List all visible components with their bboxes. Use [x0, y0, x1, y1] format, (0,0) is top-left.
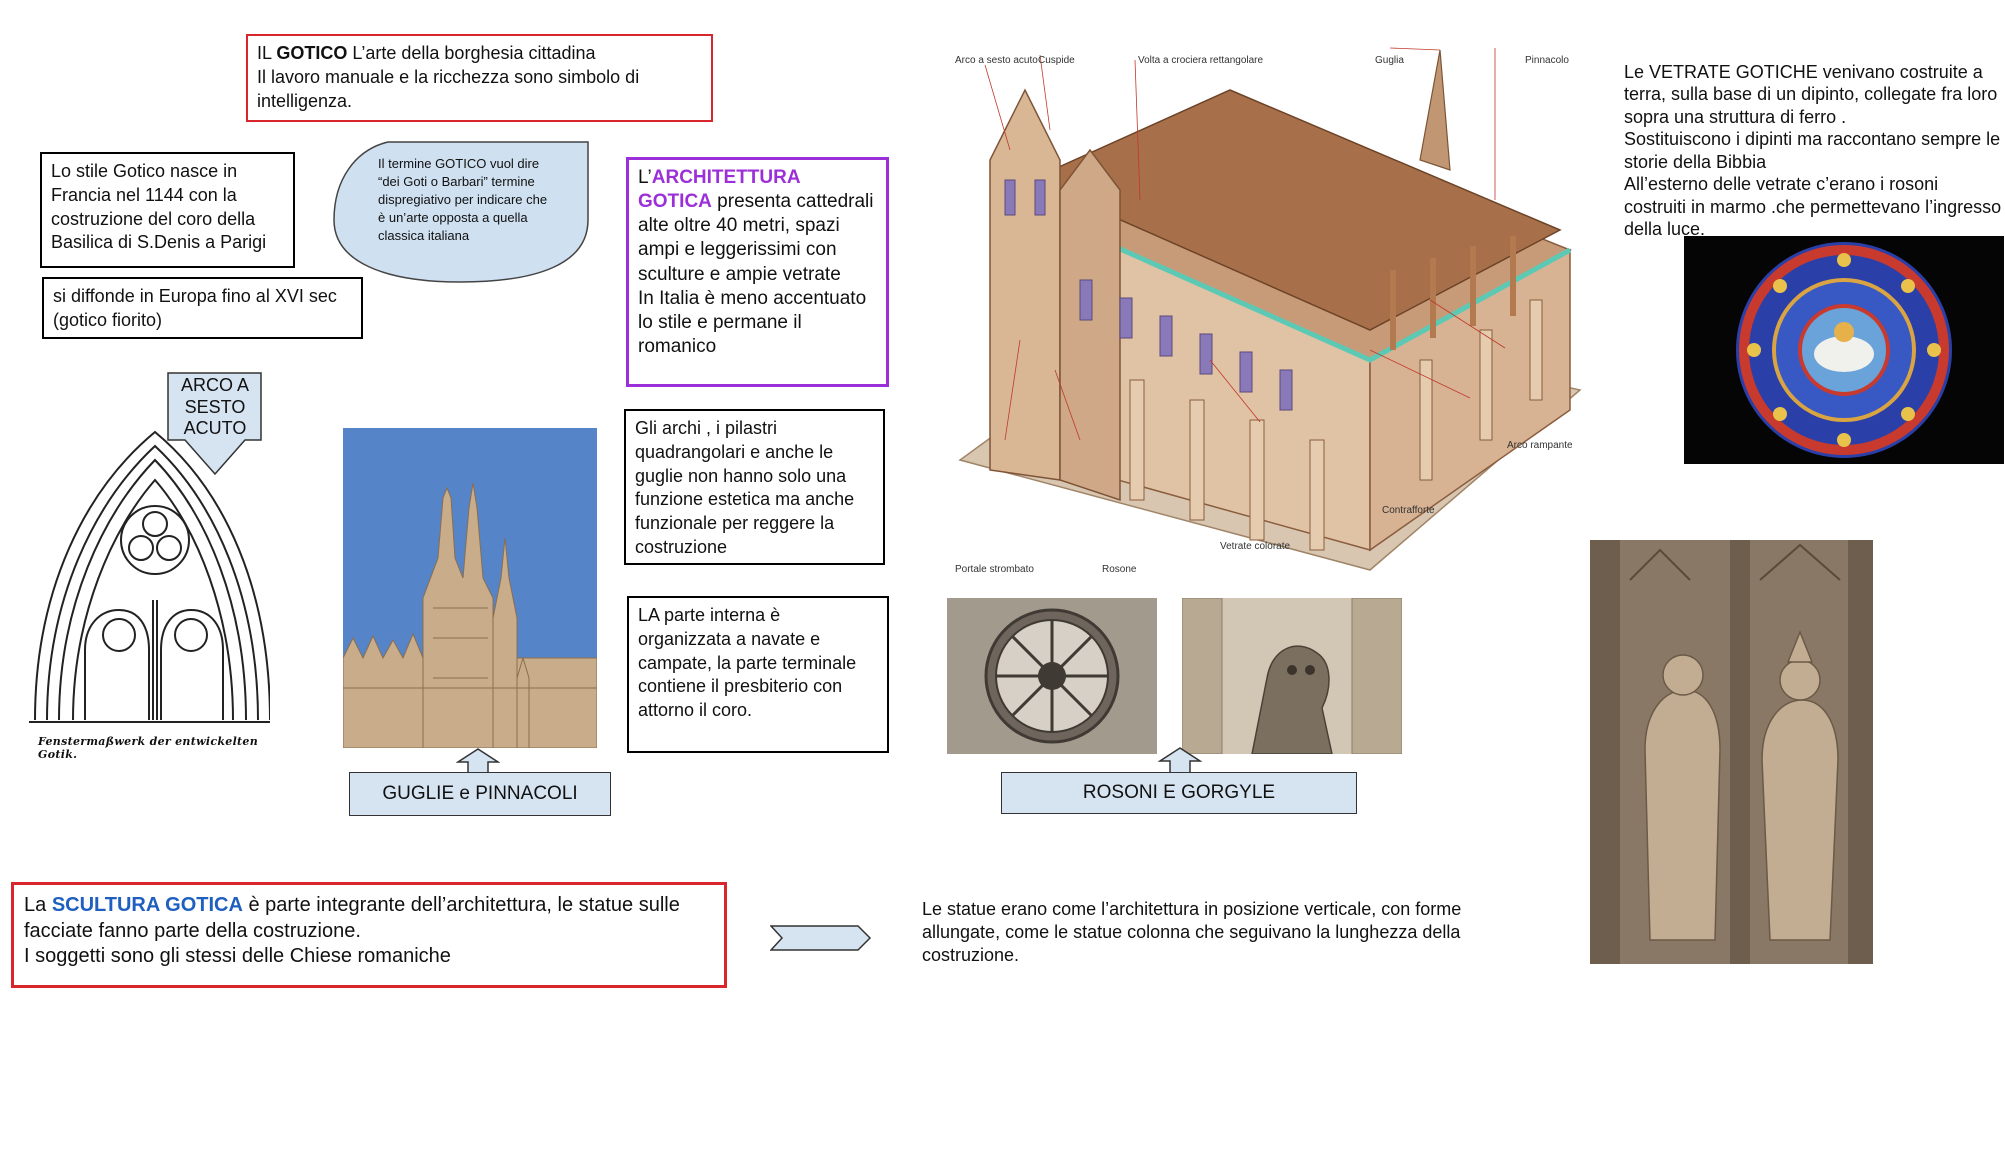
label-cuspide: Cuspide	[1038, 55, 1075, 66]
architecture-prefix: L’	[638, 167, 652, 188]
label-contrafforte: Contrafforte	[1382, 505, 1435, 516]
origin-text: Lo stile Gotico nasce in Francia nel 114…	[51, 161, 267, 253]
architecture-keyword: ARCHITETTURA GOTICA	[638, 167, 800, 213]
label-pinnacolo: Pinnacolo	[1525, 55, 1569, 66]
intro-line2: Il lavoro manuale e la ricchezza sono si…	[257, 66, 640, 111]
windows-text-body: Le VETRATE GOTICHE venivano costruite a …	[1624, 61, 2002, 240]
stained-glass-photo	[1684, 236, 2004, 464]
statues-photo	[1590, 540, 1873, 964]
spires-label-text: GUGLIE e PINNACOLI	[382, 783, 578, 804]
arch-caption-text: Fenstermaßwerk der entwickelten Gotik.	[38, 735, 259, 761]
sculpture-prefix: La	[24, 894, 52, 916]
gargoyle-photo	[1182, 598, 1402, 754]
label-rosone: Rosone	[1102, 564, 1137, 575]
label-vetrate: Vetrate colorate	[1220, 541, 1290, 552]
intro-prefix: IL	[257, 43, 277, 63]
gothic-arch-drawing	[29, 430, 270, 723]
arches-box: Gli archi , i pilastri quadrangolari e a…	[624, 409, 885, 565]
label-arco-rampante: Arco rampante	[1507, 440, 1573, 451]
statues-text-body: Le statue erano come l’architettura in p…	[922, 899, 1462, 966]
architecture-body: presenta cattedrali alte oltre 40 metri,…	[638, 191, 874, 357]
intro-suffix: L’arte della borghesia cittadina	[347, 43, 596, 63]
arch-label-text: ARCO A SESTO ACUTO	[180, 375, 250, 439]
interior-box: LA parte interna è organizzata a navate …	[627, 596, 889, 753]
term-bubble-text: Il termine GOTICO vuol dire “dei Goti o …	[378, 156, 548, 243]
rose-label-arrow	[1158, 747, 1202, 774]
rose-label: ROSONI E GORGYLE	[1001, 772, 1357, 814]
arch-caption: Fenstermaßwerk der entwickelten Gotik.	[38, 735, 268, 761]
arch-label-arrow	[167, 372, 262, 476]
rose-label-text: ROSONI E GORGYLE	[1082, 782, 1276, 803]
right-arrow	[770, 925, 872, 951]
rose-window-photo	[947, 598, 1157, 754]
windows-text: Le VETRATE GOTICHE venivano costruite a …	[1624, 38, 2002, 241]
term-bubble-shape	[333, 141, 589, 283]
sculpture-keyword: SCULTURA GOTICA	[51, 894, 243, 916]
cathedral-cutaway-illustration: Arco a sesto acuto Cuspide Volta a croci…	[950, 30, 1590, 590]
label-volta: Volta a crociera rettangolare	[1138, 55, 1264, 66]
statues-text: Le statue erano come l’architettura in p…	[922, 898, 1492, 967]
term-bubble: Il termine GOTICO vuol dire “dei Goti o …	[378, 155, 553, 245]
spires-photo	[343, 428, 597, 748]
label-portale: Portale strombato	[955, 564, 1034, 575]
intro-box: IL GOTICO L’arte della borghesia cittadi…	[246, 34, 713, 122]
arches-text: Gli archi , i pilastri quadrangolari e a…	[635, 418, 855, 557]
sculpture-box: La SCULTURA GOTICA è parte integrante de…	[11, 882, 727, 988]
arch-label: ARCO A SESTO ACUTO	[170, 375, 260, 440]
spires-label: GUGLIE e PINNACOLI	[349, 772, 611, 816]
intro-keyword: GOTICO	[276, 43, 348, 63]
architecture-box: L’ARCHITETTURA GOTICA presenta cattedral…	[626, 157, 889, 387]
label-guglia: Guglia	[1375, 55, 1404, 66]
label-arco-sesto-acuto: Arco a sesto acuto	[955, 55, 1038, 66]
spread-text: si diffonde in Europa fino al XVI sec (g…	[53, 286, 337, 330]
sculpture-body: è parte integrante dell’architettura, le…	[24, 894, 680, 968]
interior-text: LA parte interna è organizzata a navate …	[638, 605, 857, 720]
spires-label-arrow	[456, 748, 500, 775]
spread-box: si diffonde in Europa fino al XVI sec (g…	[42, 277, 363, 339]
origin-box: Lo stile Gotico nasce in Francia nel 114…	[40, 152, 295, 268]
